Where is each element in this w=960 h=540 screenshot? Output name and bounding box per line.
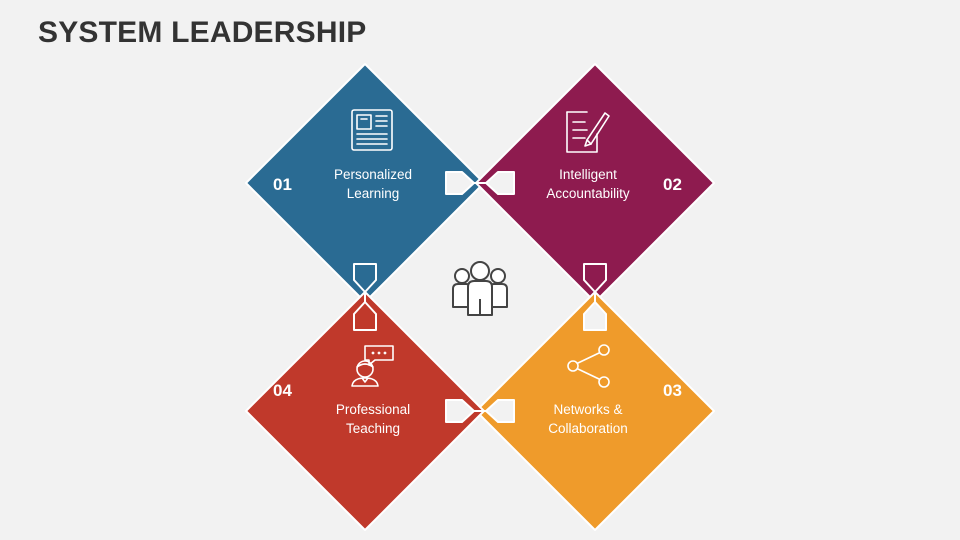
- piece-04-label: Professional Teaching: [313, 400, 433, 438]
- piece-04-label-line2: Teaching: [345, 421, 401, 436]
- piece-01-label: Personalized Learning: [313, 165, 433, 203]
- piece-03-label-line1: Networks &: [553, 402, 623, 417]
- piece-01-label-line2: Learning: [346, 186, 400, 201]
- document-pen-icon: [566, 111, 610, 153]
- piece-03-label-line2: Collaboration: [548, 421, 628, 436]
- piece-04-shape: [245, 291, 485, 531]
- speaker-person-icon: [351, 345, 394, 387]
- piece-03-number: 03: [663, 381, 682, 400]
- piece-04-number: 04: [273, 381, 292, 400]
- piece-02-label-line2: Accountability: [546, 186, 630, 201]
- piece-04-label-line1: Professional: [335, 402, 411, 417]
- piece-02-label-line1: Intelligent: [559, 167, 617, 182]
- newspaper-icon: [351, 109, 393, 151]
- piece-01-number: 01: [273, 175, 292, 194]
- piece-01-label-line1: Personalized: [333, 167, 413, 182]
- piece-04: [245, 291, 485, 531]
- piece-03-label: Networks & Collaboration: [528, 400, 648, 438]
- people-group-icon: [452, 261, 508, 316]
- piece-02-label: Intelligent Accountability: [528, 165, 648, 203]
- share-icon: [567, 344, 610, 388]
- piece-02-number: 02: [663, 175, 682, 194]
- page-title: SYSTEM LEADERSHIP: [38, 16, 367, 49]
